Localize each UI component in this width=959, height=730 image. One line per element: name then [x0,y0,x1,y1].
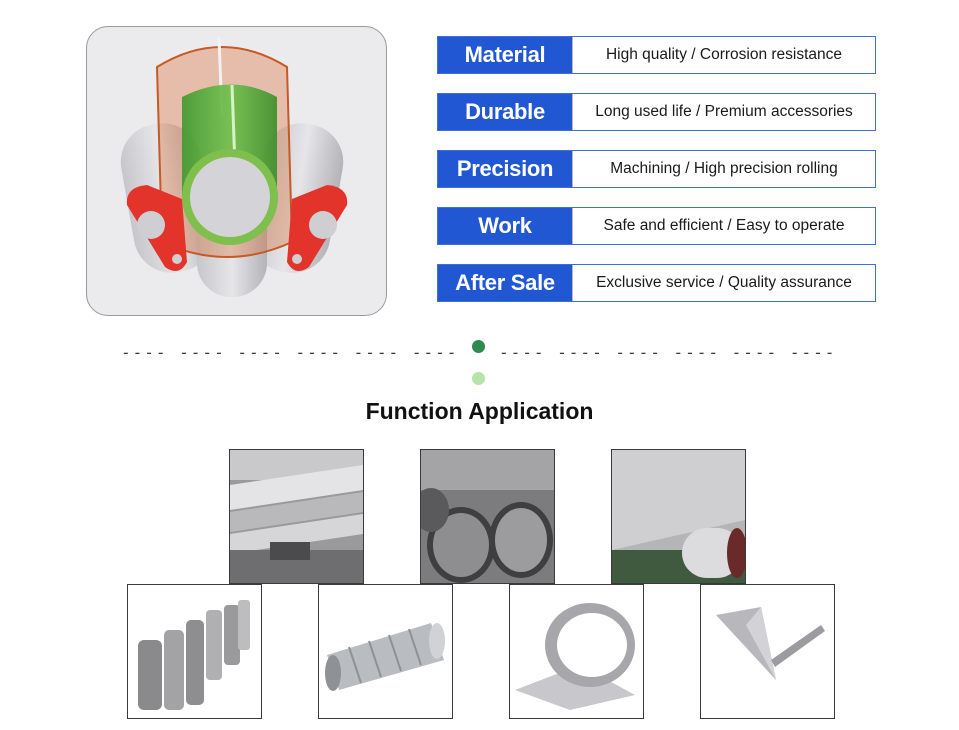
feature-tag: After Sale [438,265,572,301]
divider-dashes-left: ---- ---- ---- ---- ---- ---- [121,343,459,362]
feature-tag: Precision [438,151,572,187]
divider-dot-icon [472,340,485,353]
feature-tag: Material [438,37,572,73]
metal-coil-image [611,449,746,584]
feature-row-material: Material High quality / Corrosion resist… [437,36,876,74]
divider-dashes-right: ---- ---- ---- ---- ---- ---- [499,343,837,362]
feature-row-precision: Precision Machining / High precision rol… [437,150,876,188]
steel-pipes-image [420,449,555,584]
feature-tag: Work [438,208,572,244]
feature-tag: Durable [438,94,572,130]
rolling-machine-illustration [86,26,387,316]
feature-description: High quality / Corrosion resistance [572,37,875,73]
metal-sheets-image [229,449,364,584]
feature-row-durable: Durable Long used life / Premium accesso… [437,93,876,131]
steel-strip-roll-image [509,584,644,719]
feature-description: Safe and efficient / Easy to operate [572,208,875,244]
metal-cylinders-image [127,584,262,719]
feature-description: Machining / High precision rolling [572,151,875,187]
roller-diagram-icon [120,36,348,297]
feature-description: Long used life / Premium accessories [572,94,875,130]
section-title: Function Application [365,398,594,424]
feature-row-after-sale: After Sale Exclusive service / Quality a… [437,264,876,302]
feature-row-work: Work Safe and efficient / Easy to operat… [437,207,876,245]
feature-description: Exclusive service / Quality assurance [572,265,875,301]
divider-dot-light-icon [472,372,485,385]
spiral-duct-image [318,584,453,719]
metal-funnel-image [700,584,835,719]
